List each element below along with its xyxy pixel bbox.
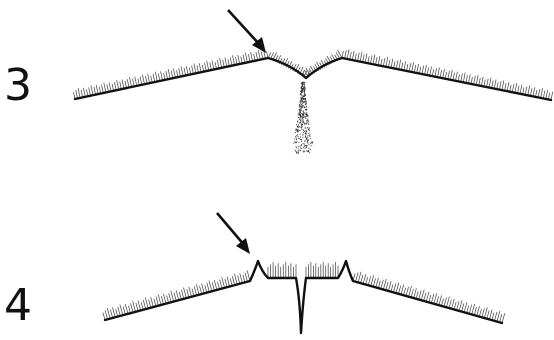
panel-3: 3: [4, 10, 553, 154]
panel-3-hairs: [74, 49, 553, 100]
panel-3-arrow: [228, 10, 266, 53]
panel-label-4: 4: [4, 280, 32, 331]
panel-3-droplet: [293, 81, 313, 154]
panel-4-arrow: [217, 213, 250, 254]
panel-4: 4: [4, 213, 505, 333]
panel-label-3: 3: [4, 60, 32, 111]
